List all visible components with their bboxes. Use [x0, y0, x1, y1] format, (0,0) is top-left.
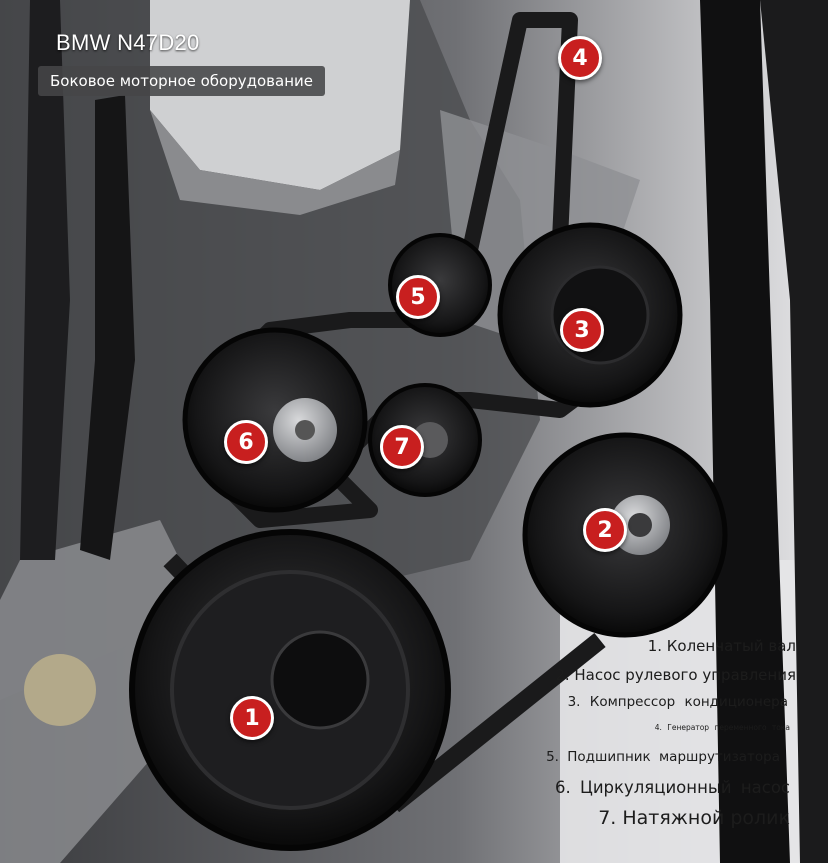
- right-hose: [700, 0, 790, 863]
- legend-item-steering-pump: 2. Насос рулевого управления: [555, 666, 796, 685]
- cover-shadow: [150, 110, 400, 215]
- left-hose: [20, 0, 70, 560]
- marker-alternator: 4: [558, 36, 602, 80]
- legend-item-guide-bearing: 5. Подшипник маршрутизатора: [546, 748, 780, 765]
- legend-item-tensioner: 7. Натяжной ролик: [598, 807, 790, 830]
- legend-item-crankshaft: 1. Коленчатый вал: [647, 637, 796, 655]
- marker-water-pump: 6: [224, 420, 268, 464]
- legend-item-alternator: 4. Генератор переменного тока: [654, 723, 790, 733]
- marker-guide-bearing: 5: [396, 275, 440, 319]
- marker-ac-compressor: 3: [560, 308, 604, 352]
- corrugated-hose: [80, 95, 135, 560]
- component-legend: 1. Коленчатый вал 2. Насос рулевого упра…: [236, 637, 796, 830]
- legend-item-ac-compressor: 3. Компрессор кондиционера: [567, 693, 788, 710]
- legend-item-water-pump: 6. Циркуляционный насос: [555, 778, 790, 798]
- marker-steering-pump: 2: [583, 508, 627, 552]
- lower-casting: [0, 520, 200, 863]
- photo-subtitle: Боковое моторное оборудование: [38, 66, 325, 96]
- photo-title: BMW N47D20: [56, 30, 200, 55]
- marker-tensioner: 7: [380, 425, 424, 469]
- marker-crankshaft: 1: [230, 696, 274, 740]
- round-plug: [24, 654, 96, 726]
- right-hose-2: [760, 0, 828, 863]
